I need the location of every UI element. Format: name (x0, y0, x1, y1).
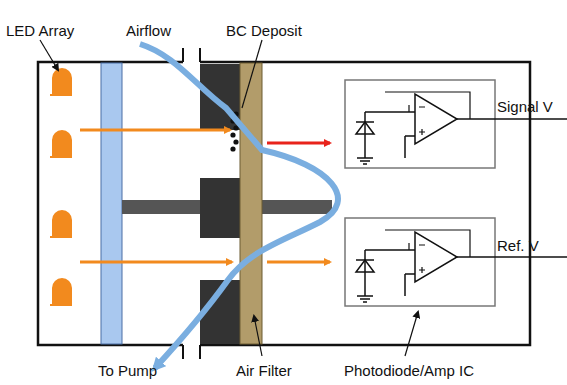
signal-label: Ref. V (497, 237, 539, 255)
part-label: Photodiode/Amp IC (344, 362, 474, 380)
part-label: Air Filter (236, 362, 292, 380)
part-label: BC Deposit (226, 22, 302, 40)
part-label: LED Array (6, 22, 74, 40)
flow-label: To Pump (98, 362, 157, 380)
flow-label: Airflow (126, 22, 171, 40)
signal-label: Signal V (497, 98, 553, 116)
